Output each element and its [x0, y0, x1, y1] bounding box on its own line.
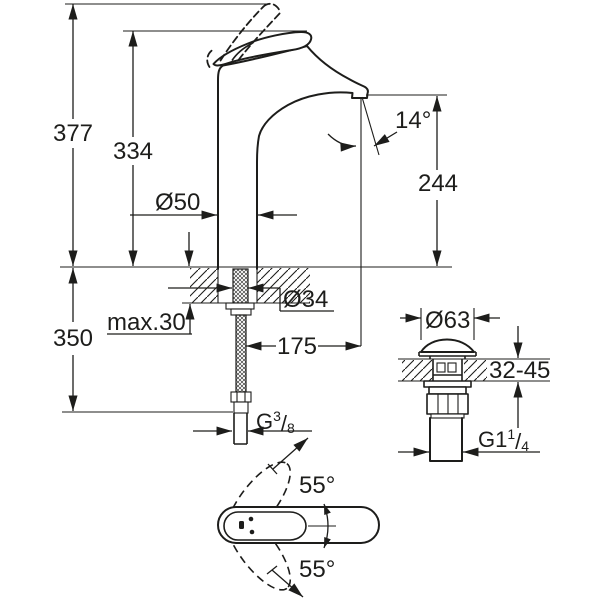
- angle-arc: [323, 503, 331, 549]
- handle-dot-top: [248, 516, 254, 522]
- drain-tail-pipe: [429, 417, 463, 462]
- dim-g38-label: G3/8: [256, 408, 295, 436]
- drain-cap-rim: [418, 351, 477, 357]
- dim-14deg: 14°: [373, 107, 431, 147]
- mounting-and-hose: [225, 268, 255, 445]
- dim-g114: G11/4: [398, 426, 540, 457]
- drain-body-in-hole: [432, 359, 463, 381]
- dim-o34: Ø34: [168, 283, 334, 313]
- angle-bottom-label: 55°: [299, 556, 335, 583]
- main-side-view: 377 334 244 Ø50 Ø34: [53, 2, 458, 445]
- dim-244: 244: [418, 95, 458, 267]
- drain-ring: [428, 386, 467, 395]
- dim-377-label: 377: [53, 120, 93, 147]
- supply-thread-pipe: [233, 413, 248, 445]
- swivel-arrow: [327, 133, 357, 152]
- dim-334: 334: [113, 30, 153, 267]
- dim-14deg-label: 14°: [395, 107, 431, 134]
- drain-hatch-right: [464, 360, 487, 381]
- mounting-nut: [230, 308, 252, 316]
- drain-nut-facets: [437, 394, 459, 414]
- dim-o50-label: Ø50: [155, 189, 200, 216]
- drain-washer: [423, 380, 472, 388]
- dim-o63: Ø63: [400, 307, 500, 334]
- dim-g114-label: G11/4: [478, 426, 529, 454]
- dim-55-bottom: 55°: [266, 556, 335, 598]
- dim-3245: 32-45: [489, 326, 550, 428]
- handle-top-view: 55° 55°: [217, 437, 380, 598]
- dim-g38: G3/8: [193, 408, 312, 436]
- handle-top-outline: [217, 506, 380, 544]
- drain-ext-lines: [420, 308, 475, 340]
- dim-350: 350: [53, 267, 93, 412]
- drain-cap-neck: [429, 356, 466, 359]
- handle-dot-bottom: [249, 529, 255, 535]
- drain-nut-flare: [430, 413, 465, 419]
- drain-body: [418, 338, 477, 462]
- dim-o34-label: Ø34: [283, 286, 328, 313]
- dim-244-label: 244: [418, 170, 458, 197]
- lever-handle-side: [212, 30, 313, 67]
- mounting-washer: [225, 302, 255, 310]
- drain-detail-view: Ø63 32-45 G11/4: [398, 307, 550, 462]
- dim-o50: Ø50: [130, 189, 297, 220]
- hose-nut: [230, 391, 252, 403]
- threaded-shank: [232, 268, 249, 304]
- handle-indicator-mark: [239, 521, 244, 529]
- drain-overflow-slot-right: [447, 362, 457, 373]
- stream-angle-line: [361, 96, 380, 156]
- counter-hatch-right: [257, 268, 310, 303]
- angle-top-label: 55°: [299, 472, 335, 499]
- dim-o63-label: Ø63: [425, 307, 470, 334]
- counter-hatch-left: [190, 268, 218, 303]
- lever-raised-dashed: [206, 2, 282, 68]
- dim-3245-label: 32-45: [489, 357, 550, 384]
- dim-377: 377: [53, 3, 93, 267]
- handle-grip-inner: [223, 511, 307, 541]
- lever-crease: [231, 42, 253, 61]
- body-and-spout-outline: [217, 45, 369, 270]
- dim-max30-label: max.30: [107, 309, 186, 336]
- flexible-hose: [235, 314, 247, 393]
- dim-55-top: 55°: [267, 437, 335, 499]
- hose-nut-facets: [236, 392, 246, 402]
- dim-max30: max.30: [107, 232, 195, 336]
- hose-nut-collar: [233, 401, 249, 414]
- dim-175: 175: [245, 333, 362, 360]
- dim-175-label: 175: [277, 333, 317, 360]
- dim-350-label: 350: [53, 325, 93, 352]
- drain-overflow-slot-left: [436, 362, 446, 373]
- drain-hatch-left: [402, 360, 433, 381]
- dim-334-label: 334: [113, 138, 153, 165]
- drain-cap-dome: [420, 338, 475, 353]
